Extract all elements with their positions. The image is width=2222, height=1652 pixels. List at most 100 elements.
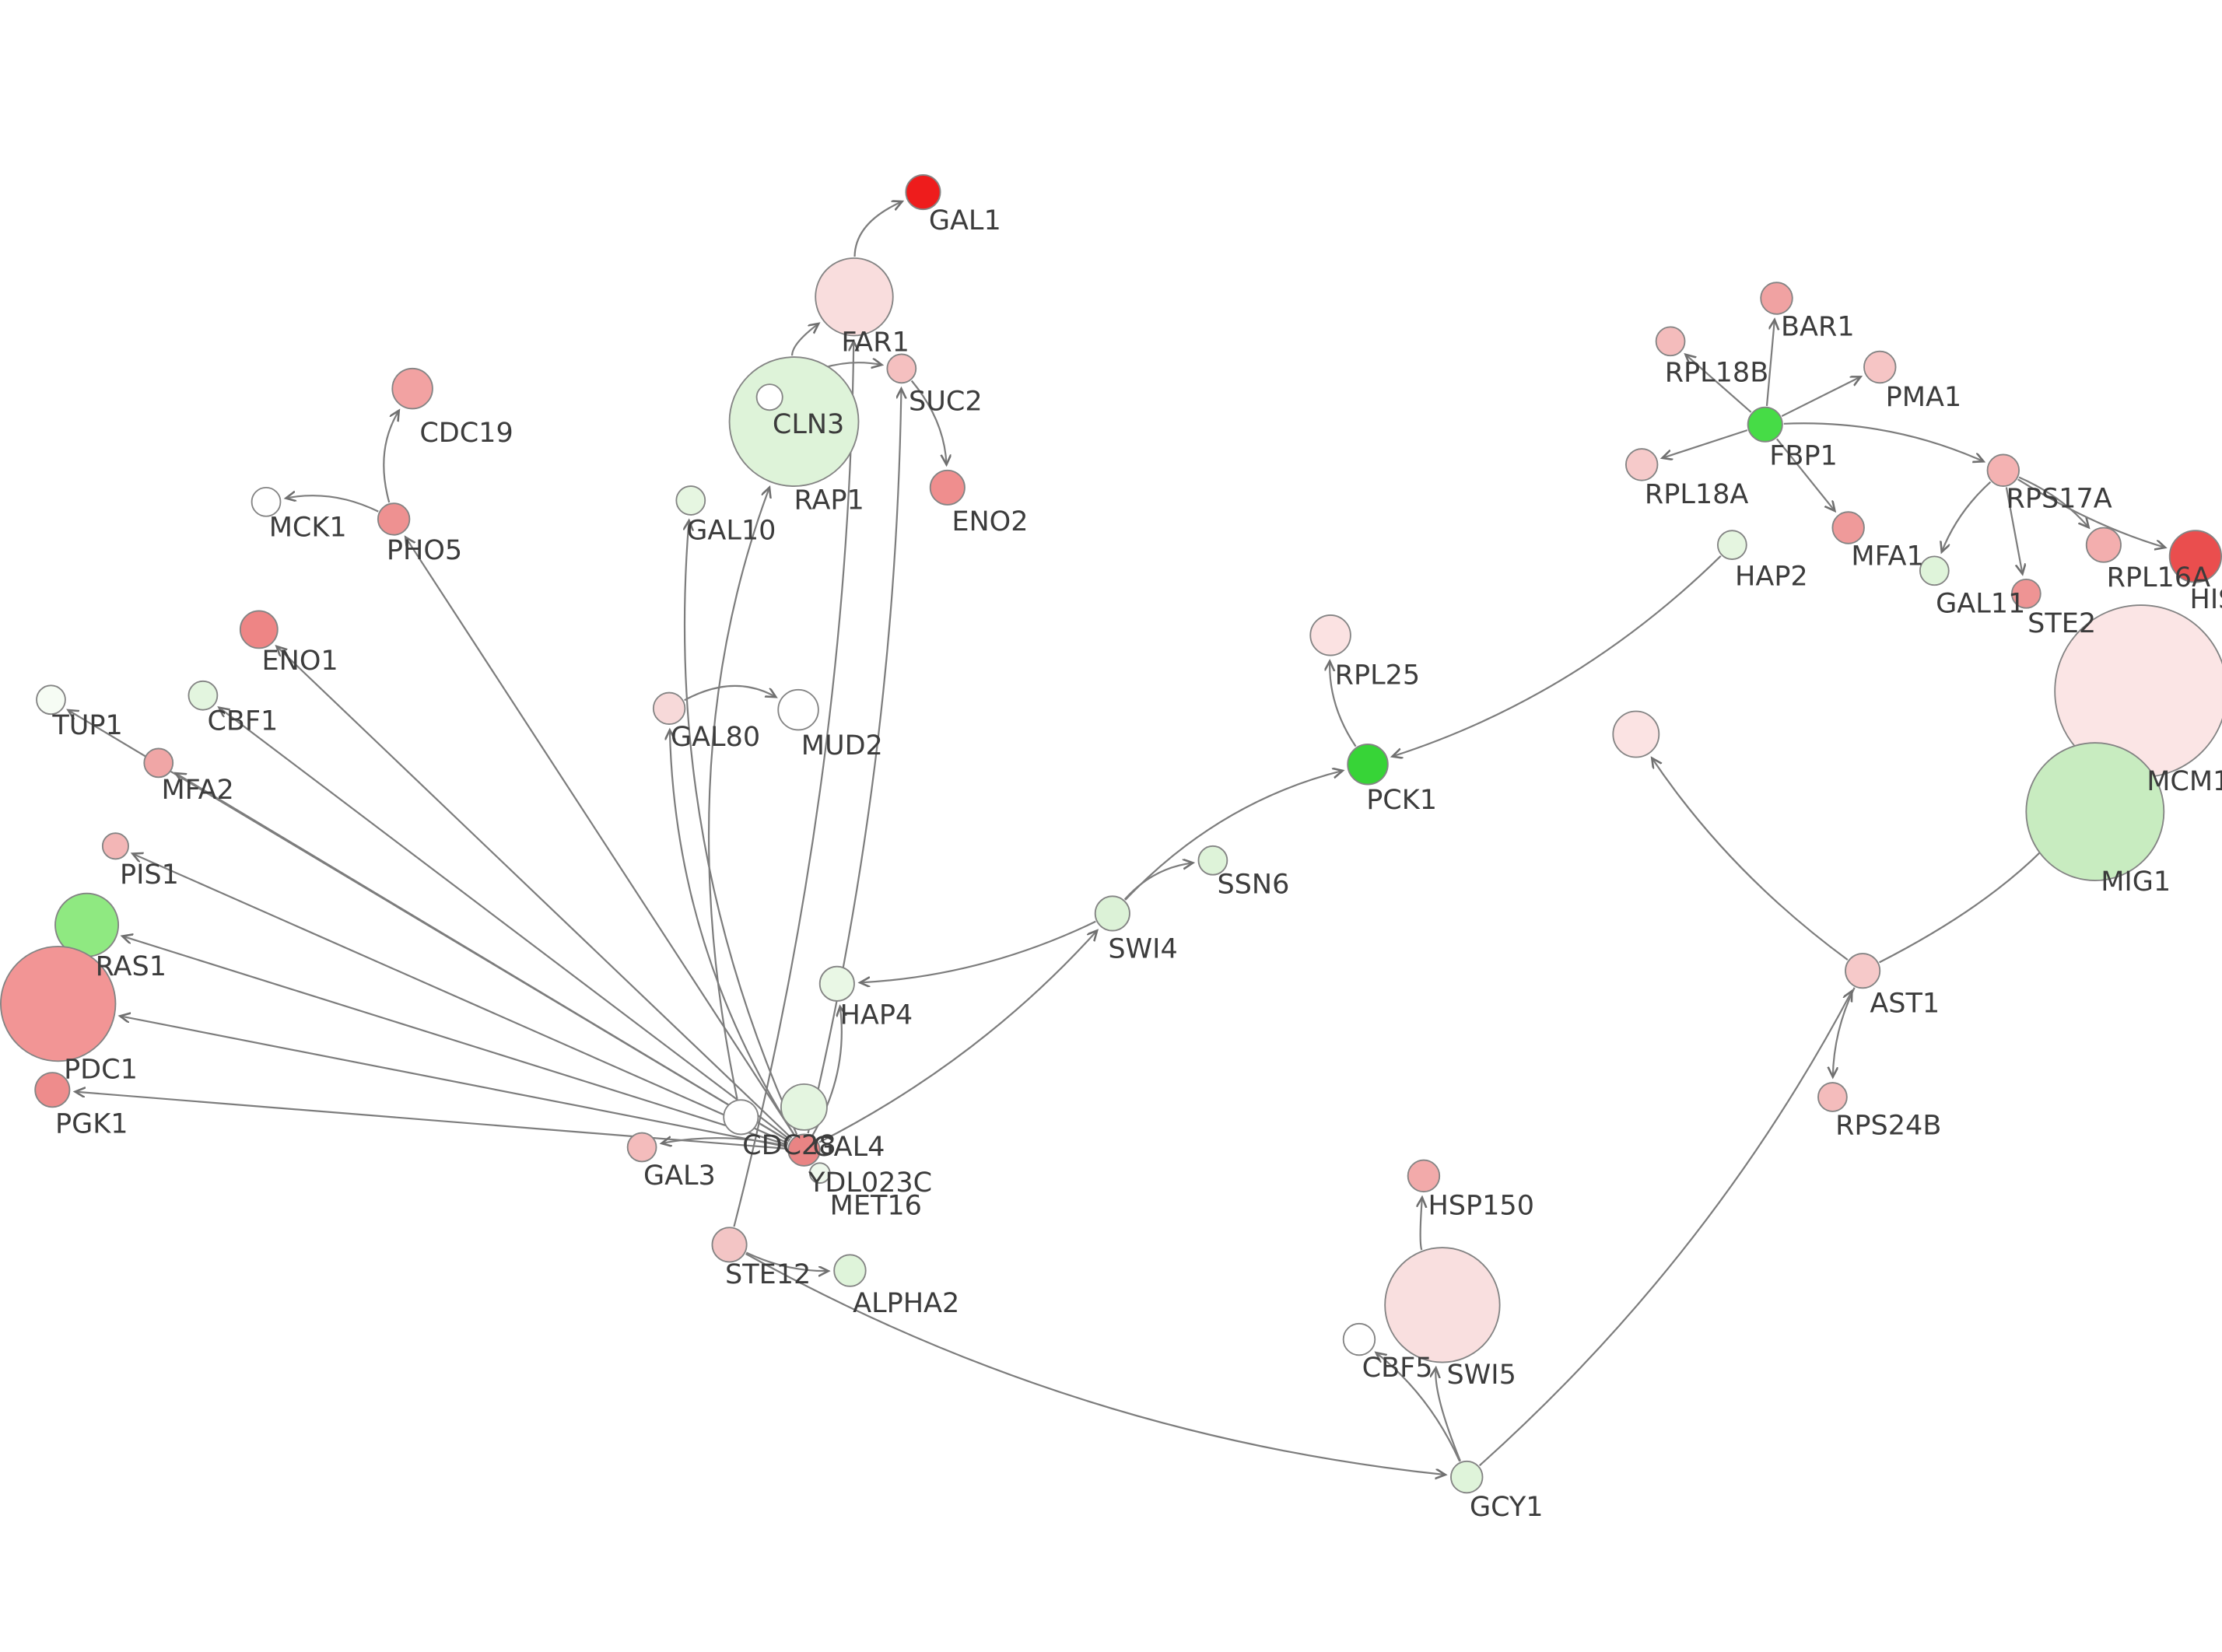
node-YDL023C[interactable] xyxy=(780,1083,828,1131)
edge-AST1-NODE_U[interactable] xyxy=(1652,758,1849,961)
node-MET16[interactable] xyxy=(808,1162,831,1185)
node-GAL10[interactable] xyxy=(675,485,706,516)
edge-PCK1-RPL25[interactable] xyxy=(1330,661,1357,747)
node-RPL16A[interactable] xyxy=(2085,527,2122,563)
edge-GAL4-RAS1[interactable] xyxy=(122,936,788,1146)
node-MIG1[interactable] xyxy=(2025,742,2165,881)
edge-PHO5-CDC19[interactable] xyxy=(383,411,399,503)
node-GAL4[interactable] xyxy=(787,1133,821,1167)
edge-FBP1-MFA1[interactable] xyxy=(1776,438,1835,511)
edge-GAL4-GAL10[interactable] xyxy=(685,520,798,1136)
node-GAL1[interactable] xyxy=(905,174,941,211)
node-RPL18B[interactable] xyxy=(1655,326,1686,357)
node-CBF5[interactable] xyxy=(1342,1322,1376,1356)
node-NODE_U[interactable] xyxy=(1612,710,1660,758)
node-PDC1[interactable] xyxy=(0,945,117,1062)
edge-GAL4-SUC2[interactable] xyxy=(807,389,902,1134)
node-RPS17A[interactable] xyxy=(1986,453,2020,487)
node-CDC19[interactable] xyxy=(391,367,433,410)
node-GAL3[interactable] xyxy=(626,1132,657,1163)
labels-layer: GAL1FAR1SUC2CLN3RAP1ENO2GAL10CDC19MCK1PH… xyxy=(51,205,2222,1523)
edge-GAL4-SWI4[interactable] xyxy=(818,930,1097,1143)
node-GAL80[interactable] xyxy=(652,691,686,726)
edge-CLN3-FAR1[interactable] xyxy=(791,324,818,356)
edge-RPS17A-RPL16A[interactable] xyxy=(2018,476,2089,528)
node-FAR1[interactable] xyxy=(815,257,894,337)
node-MCK1[interactable] xyxy=(251,486,282,517)
edge-GAL4-PIS1[interactable] xyxy=(132,854,789,1144)
node-label-RPS24B: RPS24B xyxy=(1835,1109,1941,1141)
edge-STE12-GCY1[interactable] xyxy=(745,1253,1446,1475)
edge-SWI4-PCK1[interactable] xyxy=(1124,771,1343,901)
edge-RPS17A-GAL11[interactable] xyxy=(1942,481,1992,552)
node-CDC28[interactable] xyxy=(723,1099,759,1136)
node-CLN3[interactable] xyxy=(728,356,860,487)
node-GAL11[interactable] xyxy=(1919,555,1950,586)
edge-SWI4-HAP4[interactable] xyxy=(860,920,1096,983)
node-RPL25[interactable] xyxy=(1309,614,1351,656)
edge-GCY1-AST1[interactable] xyxy=(1478,991,1852,1467)
node-PCK1[interactable] xyxy=(1347,743,1389,786)
edge-GAL4-PDC1[interactable] xyxy=(120,1016,787,1148)
edge-FAR1-GAL1[interactable] xyxy=(853,201,902,257)
node-PHO5[interactable] xyxy=(377,502,411,536)
edge-SUC2-ENO2[interactable] xyxy=(910,380,947,465)
edge-GAL4-MFA2[interactable] xyxy=(176,773,790,1143)
node-SUC2[interactable] xyxy=(886,353,917,384)
node-SSN6[interactable] xyxy=(1197,845,1228,876)
edge-AST1-RPS24B[interactable] xyxy=(1833,987,1856,1077)
edge-STE12-FAR1[interactable] xyxy=(733,341,853,1227)
edge-RPS17A-HIS4[interactable] xyxy=(2017,478,2165,548)
node-label-CDC19: CDC19 xyxy=(419,417,513,449)
node-HIS4[interactable] xyxy=(2168,530,2222,583)
edge-FBP1-PMA1[interactable] xyxy=(1781,376,1860,418)
edge-FBP1-BAR1[interactable] xyxy=(1765,320,1775,407)
edge-GAL80-MUD2[interactable] xyxy=(684,684,776,702)
node-PGK1[interactable] xyxy=(34,1072,71,1108)
edge-FBP1-RPL18A[interactable] xyxy=(1663,429,1748,458)
node-STE12[interactable] xyxy=(711,1227,748,1263)
node-label-HSP150: HSP150 xyxy=(1428,1190,1534,1222)
edge-GAL4-PHO5[interactable] xyxy=(405,537,796,1136)
node-MFA1[interactable] xyxy=(1831,511,1865,544)
node-ALPHA2[interactable] xyxy=(833,1254,867,1287)
edge-GCY1-SWI5[interactable] xyxy=(1435,1368,1461,1462)
edge-FBP1-RPL18B[interactable] xyxy=(1685,355,1752,413)
node-MFA2[interactable] xyxy=(143,747,174,779)
node-AST1[interactable] xyxy=(1845,953,1881,989)
edge-CDC28-CLN3[interactable] xyxy=(707,488,769,1100)
node-RPS24B[interactable] xyxy=(1817,1082,1848,1112)
edge-GAL4-ENO1[interactable] xyxy=(276,646,793,1139)
node-RPL18A[interactable] xyxy=(1624,448,1659,481)
node-HSP150[interactable] xyxy=(1407,1159,1441,1193)
node-MUD2[interactable] xyxy=(777,688,819,731)
node-SWI5[interactable] xyxy=(1384,1247,1501,1363)
node-STE2[interactable] xyxy=(2010,578,2042,609)
node-GCY1[interactable] xyxy=(1450,1460,1484,1494)
node-FBP1[interactable] xyxy=(1747,406,1783,443)
edge-SWI5-HSP150[interactable] xyxy=(1421,1198,1422,1251)
edge-GAL4-GAL80[interactable] xyxy=(670,730,796,1136)
node-CBF1[interactable] xyxy=(188,680,219,711)
node-PIS1[interactable] xyxy=(101,832,129,860)
edge-STE12-ALPHA2[interactable] xyxy=(745,1251,828,1272)
node-PMA1[interactable] xyxy=(1863,350,1897,384)
edge-GCY1-CBF5[interactable] xyxy=(1376,1353,1461,1462)
node-HAP2[interactable] xyxy=(1716,530,1747,560)
node-ENO2[interactable] xyxy=(929,469,966,506)
node-SWI4[interactable] xyxy=(1094,895,1130,932)
edge-PHO5-MCK1[interactable] xyxy=(286,495,379,513)
node-label-GCY1: GCY1 xyxy=(1470,1491,1544,1523)
edge-GAL4-CBF1[interactable] xyxy=(219,708,791,1141)
edge-GAL4-GAL3[interactable] xyxy=(661,1138,788,1146)
node-HAP4[interactable] xyxy=(818,965,855,1002)
node-label-RPL18B: RPL18B xyxy=(1665,356,1769,388)
node-RAP1[interactable] xyxy=(755,383,783,411)
node-BAR1[interactable] xyxy=(1760,282,1793,315)
edge-FBP1-RPS17A[interactable] xyxy=(1783,422,1984,461)
node-ENO1[interactable] xyxy=(239,610,279,649)
edge-HAP2-PCK1[interactable] xyxy=(1393,555,1722,757)
edge-RPS17A-STE2[interactable] xyxy=(2005,487,2023,574)
node-TUP1[interactable] xyxy=(36,684,66,716)
